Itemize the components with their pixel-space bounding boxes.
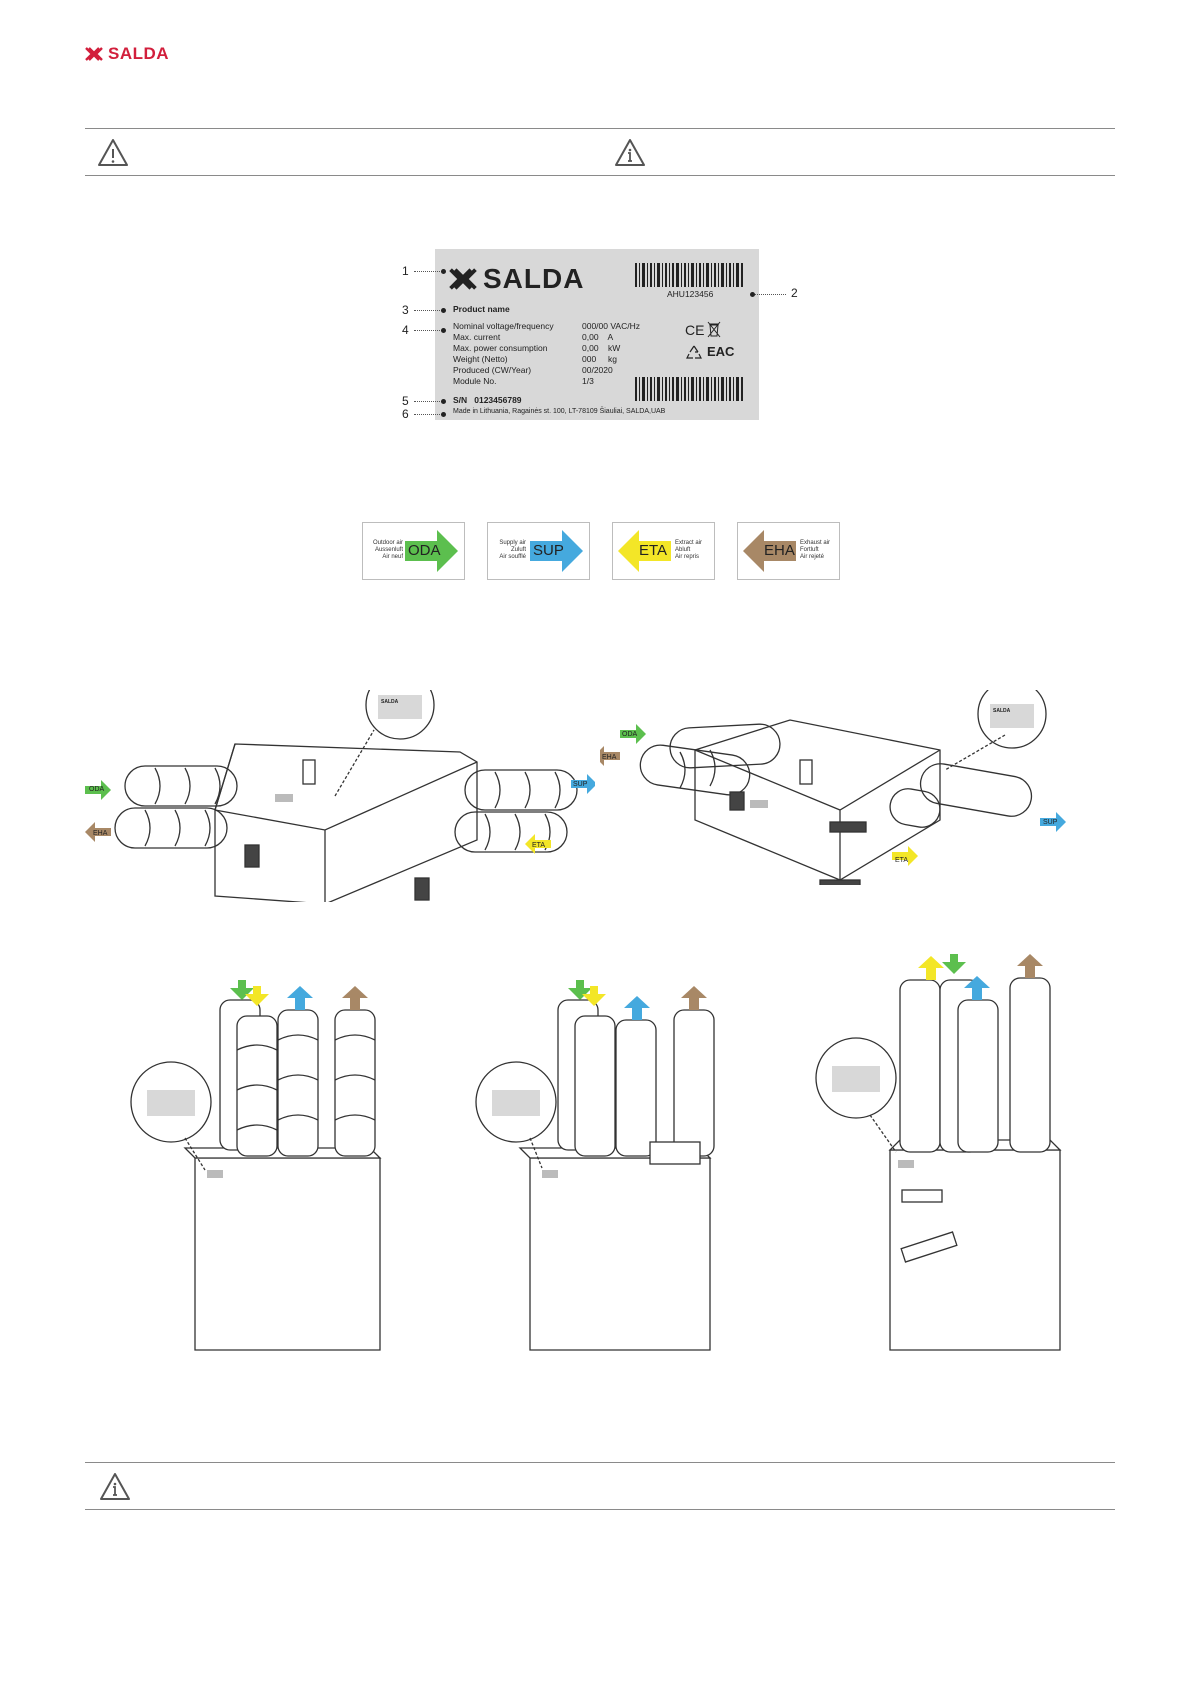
vertical-unit-illustration-3 [810,940,1080,1360]
plate-logo-text: SALDA [483,263,585,294]
divider [85,1509,1115,1510]
tag-line: Abluft [675,547,691,553]
info-triangle-icon [615,139,645,166]
tag-line: Fortluft [800,547,819,553]
eta-label: ETA [532,842,545,849]
spec-label: Max. power consumption [453,343,548,353]
mini-logo: SALDA [993,708,1011,714]
tag-line: Air repris [675,554,700,560]
callout-number: 2 [791,286,798,300]
tag-line: Air soufflé [499,554,526,560]
tag-code: ETA [639,542,668,559]
eac-mark-icon: EAC [707,344,735,359]
eta-label: ETA [895,857,908,864]
air-tag-eha: EHA Exhaust air Fortluft Air rejeté [737,522,840,580]
horizontal-unit-illustration-right: ODA EHA SUP ETA SALDA [594,679,1070,887]
horizontal-unit-illustration-left: ODA EHA SUP ETA SALDA [85,670,597,905]
eha-arrow-icon [85,822,111,842]
tag-line: Zuluft [510,547,526,553]
arrow-right-icon [405,530,458,572]
spec-value: 000 kg [582,354,617,364]
info-triangle-icon [100,1473,130,1500]
leader-dot [750,292,755,297]
barcode-icon [635,263,743,287]
spec-label: Nominal voltage/frequency [453,321,554,331]
oda-arrow-icon [85,780,111,800]
spec-value: 00/2020 [582,365,613,375]
arrow-left-icon [618,530,671,572]
callout-number: 1 [402,264,409,278]
brand-logo: SALDA [85,44,169,64]
plate-logo: SALDA [449,263,584,295]
air-tag-sup: Supply air Zuluft Air soufflé SUP [487,522,590,580]
arrow-right-icon [530,530,583,572]
leader-dot [441,412,446,417]
barcode-icon [635,377,743,401]
divider [85,128,1115,129]
leader-line [414,271,444,272]
callout-number: 5 [402,394,409,408]
tag-code: EHA [764,542,795,559]
divider [85,175,1115,176]
spec-value: 0,00 kW [582,343,621,353]
identification-label: SALDA AHU123456 Product name Nominal vol… [435,249,759,420]
ce-mark-icon: CE [685,322,705,338]
made-in: Made in Lithuania, Ragainės st. 100, LT-… [453,408,666,415]
spec-label: Weight (Netto) [453,354,508,364]
spec-value: 0,00 A [582,332,614,342]
callout-number: 3 [402,303,409,317]
tag-code: SUP [533,542,564,559]
sup-label: SUP [1043,819,1058,826]
tag-line: Outdoor air [372,540,403,546]
leader-line [414,330,444,331]
spec-value: 000/00 VAC/Hz [582,321,640,331]
tag-line: Air rejeté [800,554,825,560]
air-tag-oda: Outdoor air Aussenluft Air neuf ODA [362,522,465,580]
leader-line [414,310,444,311]
spec-label: Module No. [453,376,497,386]
recycle-icon [686,345,702,359]
leader-line [414,401,444,402]
eta-arrow-icon [525,834,551,854]
spec-value: 1/3 [582,376,594,386]
tag-code: ODA [408,542,441,559]
oda-label: ODA [622,731,638,738]
leader-line [752,294,786,295]
sup-label: SUP [573,781,588,788]
callout-number: 6 [402,407,409,421]
tag-line: Aussenluft [374,547,403,553]
leader-dot [441,308,446,313]
arrow-left-icon [743,530,796,572]
tag-line: Extract air [675,540,703,546]
tag-line: Exhaust air [800,540,831,546]
weee-bin-icon [707,321,721,338]
spec-label: Produced (CW/Year) [453,365,532,375]
mini-logo: SALDA [381,699,399,705]
leader-dot [441,328,446,333]
tag-line: Air neuf [382,554,403,560]
divider [85,1462,1115,1463]
leader-line [414,414,444,415]
sup-arrow-icon [571,774,597,794]
product-name: Product name [453,304,510,314]
vertical-unit-illustration-1 [125,980,395,1360]
eha-label: EHA [93,830,108,837]
air-tag-eta: ETA Extract air Abluft Air repris [612,522,715,580]
eha-label: EHA [602,754,617,761]
barcode-code: AHU123456 [667,289,714,299]
spec-label: Max. current [453,332,501,342]
callout-number: 4 [402,323,409,337]
tag-line: Supply air [499,540,526,546]
leader-dot [441,269,446,274]
brand-name: SALDA [108,44,170,63]
warning-triangle-icon [98,139,128,166]
salda-logo-icon [449,268,477,290]
leader-dot [441,399,446,404]
serial-number: S/N 0123456789 [453,395,522,405]
oda-label: ODA [89,786,105,793]
vertical-unit-illustration-2 [470,980,740,1360]
salda-logo-icon [85,47,103,61]
